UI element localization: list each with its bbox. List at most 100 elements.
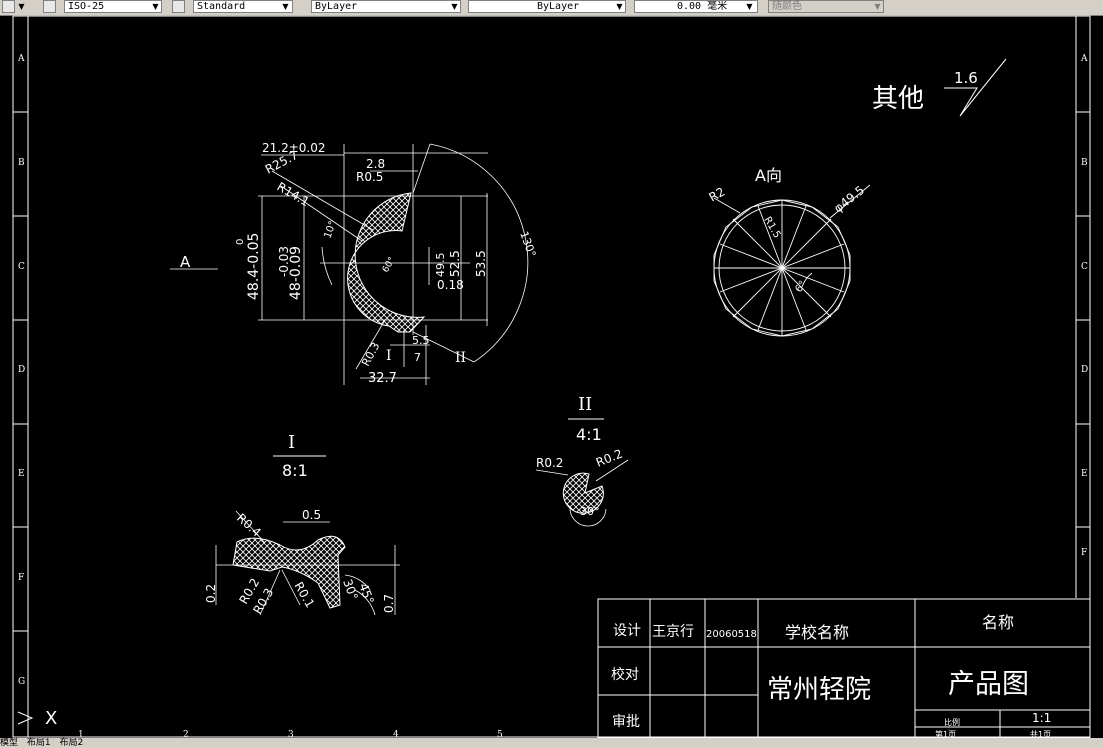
roughness-prefix: 其他: [872, 84, 924, 114]
zone-label-row: C: [18, 262, 25, 272]
plotstyle-select[interactable]: 随颜色: [768, 0, 884, 13]
zone-label-row: G: [18, 677, 25, 687]
dim-label: 0.5: [302, 508, 321, 522]
school-label: 学校名称: [785, 623, 849, 642]
tab-layout2[interactable]: 布局2: [59, 738, 84, 748]
view-A-label: A: [180, 253, 191, 271]
main-section-view: 21.2±0.02 R25.7 2.8 R14.1 R0.5 0 48.4-0.…: [170, 141, 538, 386]
drawing-border: [12, 15, 1091, 738]
zone-label-row: B: [18, 158, 25, 168]
page-label: 第1页: [935, 729, 956, 738]
dim-label: 0.18: [437, 278, 464, 292]
dim-label: 21.2±0.02: [262, 141, 326, 155]
dim-label: R14.1: [275, 179, 312, 209]
design-label: 设计: [613, 623, 641, 639]
approve-label: 审批: [612, 714, 640, 730]
zone-label-row: B: [1081, 158, 1088, 168]
zone-label-col: 4: [393, 730, 399, 738]
ucs-x-label: X: [45, 708, 57, 729]
callout-label: II: [455, 350, 466, 366]
zone-label-col: 2: [183, 730, 189, 738]
zone-label-row: F: [18, 573, 24, 583]
zone-label-col: 5: [497, 730, 503, 738]
chevron-down-icon[interactable]: ▼: [152, 2, 159, 11]
dim-label: 30°: [580, 505, 600, 518]
chevron-down-icon[interactable]: ▼: [282, 2, 289, 11]
dimstyle-icon[interactable]: [2, 0, 15, 13]
name-label: 名称: [982, 613, 1014, 632]
layout-tabs: 模型 布局1 布局2: [0, 738, 1103, 748]
view-A-drawing: A向 R2 R1.5 φ49.5 6°: [707, 166, 871, 337]
roughness-symbol: 其他 1.6: [872, 58, 1007, 117]
textstyle-select[interactable]: Standard: [193, 0, 293, 13]
detail-I-scale: 8:1: [282, 461, 308, 480]
designer-name: 王京行: [652, 624, 694, 640]
dim-label: φ49.5: [831, 183, 867, 215]
zone-label-row: A: [17, 54, 25, 64]
dim-label: 32.7: [368, 371, 397, 386]
dim-label: 49.5: [434, 253, 447, 278]
total-pages-label: 共1页: [1030, 730, 1051, 738]
chevron-down-icon[interactable]: ▼: [451, 2, 458, 11]
section-hatch: [347, 192, 426, 333]
dim-label: 0.7: [382, 594, 396, 613]
zone-ticks-right: [1076, 111, 1090, 528]
detail-I-hatch: [232, 535, 346, 609]
design-date: 20060518: [706, 629, 757, 640]
dim-label: 53.5: [474, 250, 488, 277]
dim-label: 52.5: [448, 250, 462, 277]
dim-label: R0.1: [291, 580, 317, 611]
chevron-down-icon[interactable]: ▼: [18, 2, 25, 11]
dim-label: R2: [707, 184, 728, 204]
zone-label-col: 1: [78, 730, 84, 738]
detail-II-hatch: [562, 472, 604, 514]
dim-label: 48-0.09: [288, 246, 304, 300]
detail-I: I 8:1 R0.4 0.5 0.2 R0.2 R0.3 R0.1 30° 45…: [204, 432, 400, 617]
dim-label: 48.4-0.05: [246, 233, 262, 300]
dim-label: R0.4: [234, 511, 264, 540]
view-direction-label: A向: [755, 166, 782, 185]
drawing-canvas[interactable]: A B C D E F G A B C D E F 其他 1.6: [0, 15, 1103, 738]
text-style-icon[interactable]: [172, 0, 185, 13]
dim-label: R0.2: [536, 456, 563, 470]
properties-toolbar: ▼ ISO-25 ▼ Standard ▼ ByLayer ▼ ByLayer …: [0, 0, 1103, 16]
chevron-down-icon[interactable]: ▼: [874, 2, 881, 11]
dim-label: 10°: [322, 220, 338, 240]
zone-label-row: A: [1080, 54, 1088, 64]
detail-II: II 4:1 R0.2 R0.2 30°: [535, 394, 629, 527]
dim-label: 2.8: [366, 157, 385, 171]
zone-label-row: E: [1081, 469, 1088, 479]
zone-label-row: D: [18, 365, 25, 375]
tab-model[interactable]: 模型: [0, 738, 19, 748]
dim-label: R0.2: [594, 447, 625, 470]
detail-II-scale: 4:1: [576, 425, 602, 444]
dim-label: 60°: [381, 256, 398, 275]
scale-value: 1:1: [1032, 711, 1051, 725]
dim-label: R0.5: [356, 170, 383, 184]
dim-label: 7: [414, 351, 421, 364]
zone-label-col: 3: [288, 730, 294, 738]
dim-label: 0.2: [204, 584, 218, 603]
dim-label: -0.03: [277, 246, 291, 277]
roughness-value: 1.6: [954, 69, 978, 87]
zone-label-row: D: [1081, 365, 1088, 375]
check-label: 校对: [611, 666, 639, 683]
tab-layout1[interactable]: 布局1: [26, 738, 51, 748]
zone-ticks-left: [13, 111, 28, 632]
scale-label: 比例: [944, 717, 960, 727]
part-name: 产品图: [948, 669, 1029, 700]
zone-label-row: E: [18, 469, 25, 479]
chevron-down-icon[interactable]: ▼: [746, 2, 753, 11]
linetype-select[interactable]: ByLayer: [468, 0, 626, 13]
school-name: 常州轻院: [767, 675, 871, 705]
dim-label: 130°: [517, 230, 538, 259]
lineweight-select[interactable]: 0.00 毫米: [634, 0, 758, 13]
dim-label: 0: [235, 239, 246, 245]
dim-label: R0.3: [359, 340, 382, 368]
dim-style-manager-icon[interactable]: [43, 0, 56, 13]
chevron-down-icon[interactable]: ▼: [616, 2, 623, 11]
dimstyle-select[interactable]: ISO-25: [64, 0, 162, 13]
dim-label: 5.5: [412, 334, 430, 347]
layer-color-select[interactable]: ByLayer: [311, 0, 461, 13]
callout-label: I: [386, 348, 392, 364]
